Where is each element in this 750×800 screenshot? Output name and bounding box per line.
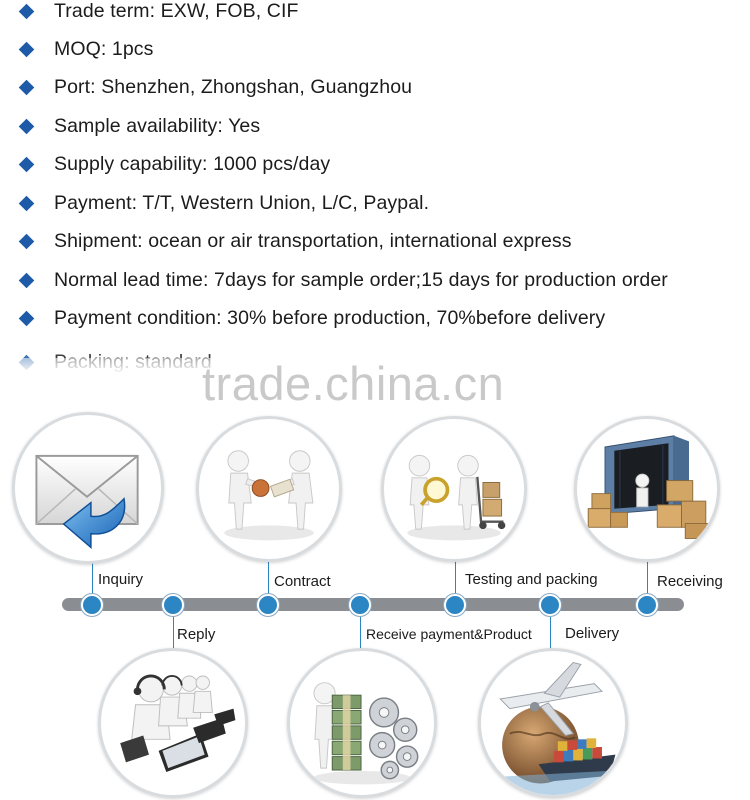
list-item: Payment: T/T, Western Union, L/C, Paypal…	[18, 189, 429, 217]
connector-line	[647, 561, 648, 604]
timeline-node-inquiry	[81, 594, 103, 616]
list-item-text: Normal lead time: 7days for sample order…	[54, 268, 668, 291]
list-item-text: Sample availability: Yes	[54, 114, 261, 137]
connector-line	[360, 606, 361, 650]
list-item-text: Port: Shenzhen, Zhongshan, Guangzhou	[54, 75, 413, 98]
diamond-bullet-icon	[18, 118, 35, 134]
container-boxes-icon	[574, 416, 720, 562]
envelope-reply-icon	[12, 412, 164, 564]
watermark: trade.china.cn	[202, 357, 505, 410]
plane-ship-globe-icon	[478, 648, 628, 798]
step-label-reply: Reply	[177, 626, 216, 643]
timeline-node-delivery	[539, 594, 561, 616]
diamond-bullet-icon	[18, 233, 35, 249]
timeline-node-reply	[162, 594, 184, 616]
list-item: Supply capability: 1000 pcs/day	[18, 150, 330, 178]
diamond-bullet-icon	[18, 195, 35, 211]
list-item: Payment condition: 30% before production…	[18, 304, 605, 332]
connector-line	[455, 561, 456, 604]
list-item-text: Payment condition: 30% before production…	[54, 306, 606, 329]
step-label-payment: Receive payment&Product	[366, 626, 532, 642]
diamond-bullet-icon	[18, 310, 35, 326]
step-label-receiving: Receiving	[657, 573, 723, 590]
list-item-text: Supply capability: 1000 pcs/day	[54, 152, 331, 175]
diamond-bullet-icon	[18, 272, 35, 288]
connector-line	[173, 606, 174, 650]
handshake-contract-icon	[196, 416, 342, 562]
call-center-icon	[98, 648, 248, 798]
diamond-bullet-icon	[18, 156, 35, 172]
list-item-text: Shipment: ocean or air transportation, i…	[54, 229, 572, 252]
fade-overlay	[0, 358, 320, 388]
diamond-bullet-icon	[18, 79, 35, 95]
connector-line	[268, 561, 269, 604]
step-label-testing: Testing and packing	[465, 571, 598, 588]
timeline-node-receiving	[636, 594, 658, 616]
diamond-bullet-icon	[18, 41, 35, 57]
connector-line	[550, 606, 551, 650]
step-label-delivery: Delivery	[565, 625, 620, 642]
list-item: Sample availability: Yes	[18, 112, 260, 140]
timeline-node-contract	[257, 594, 279, 616]
connector-line	[92, 556, 93, 604]
list-item: Shipment: ocean or air transportation, i…	[18, 227, 572, 255]
list-item: Trade term: EXW, FOB, CIF	[18, 0, 298, 25]
magnifier-cart-icon	[381, 416, 527, 562]
diamond-bullet-icon	[18, 3, 35, 19]
timeline-node-testing	[444, 594, 466, 616]
list-item-text: MOQ: 1pcs	[54, 37, 154, 60]
timeline-node-payment	[349, 594, 371, 616]
money-gears-icon	[287, 648, 437, 798]
list-item-text: Payment: T/T, Western Union, L/C, Paypal…	[54, 191, 430, 214]
list-item: MOQ: 1pcs	[18, 35, 154, 63]
step-label-inquiry: Inquiry	[98, 571, 144, 588]
list-item: Port: Shenzhen, Zhongshan, Guangzhou	[18, 73, 412, 101]
step-label-contract: Contract	[274, 573, 331, 590]
timeline-bar	[62, 598, 684, 611]
list-item-text: Trade term: EXW, FOB, CIF	[54, 0, 299, 22]
list-item: Normal lead time: 7days for sample order…	[18, 266, 668, 294]
